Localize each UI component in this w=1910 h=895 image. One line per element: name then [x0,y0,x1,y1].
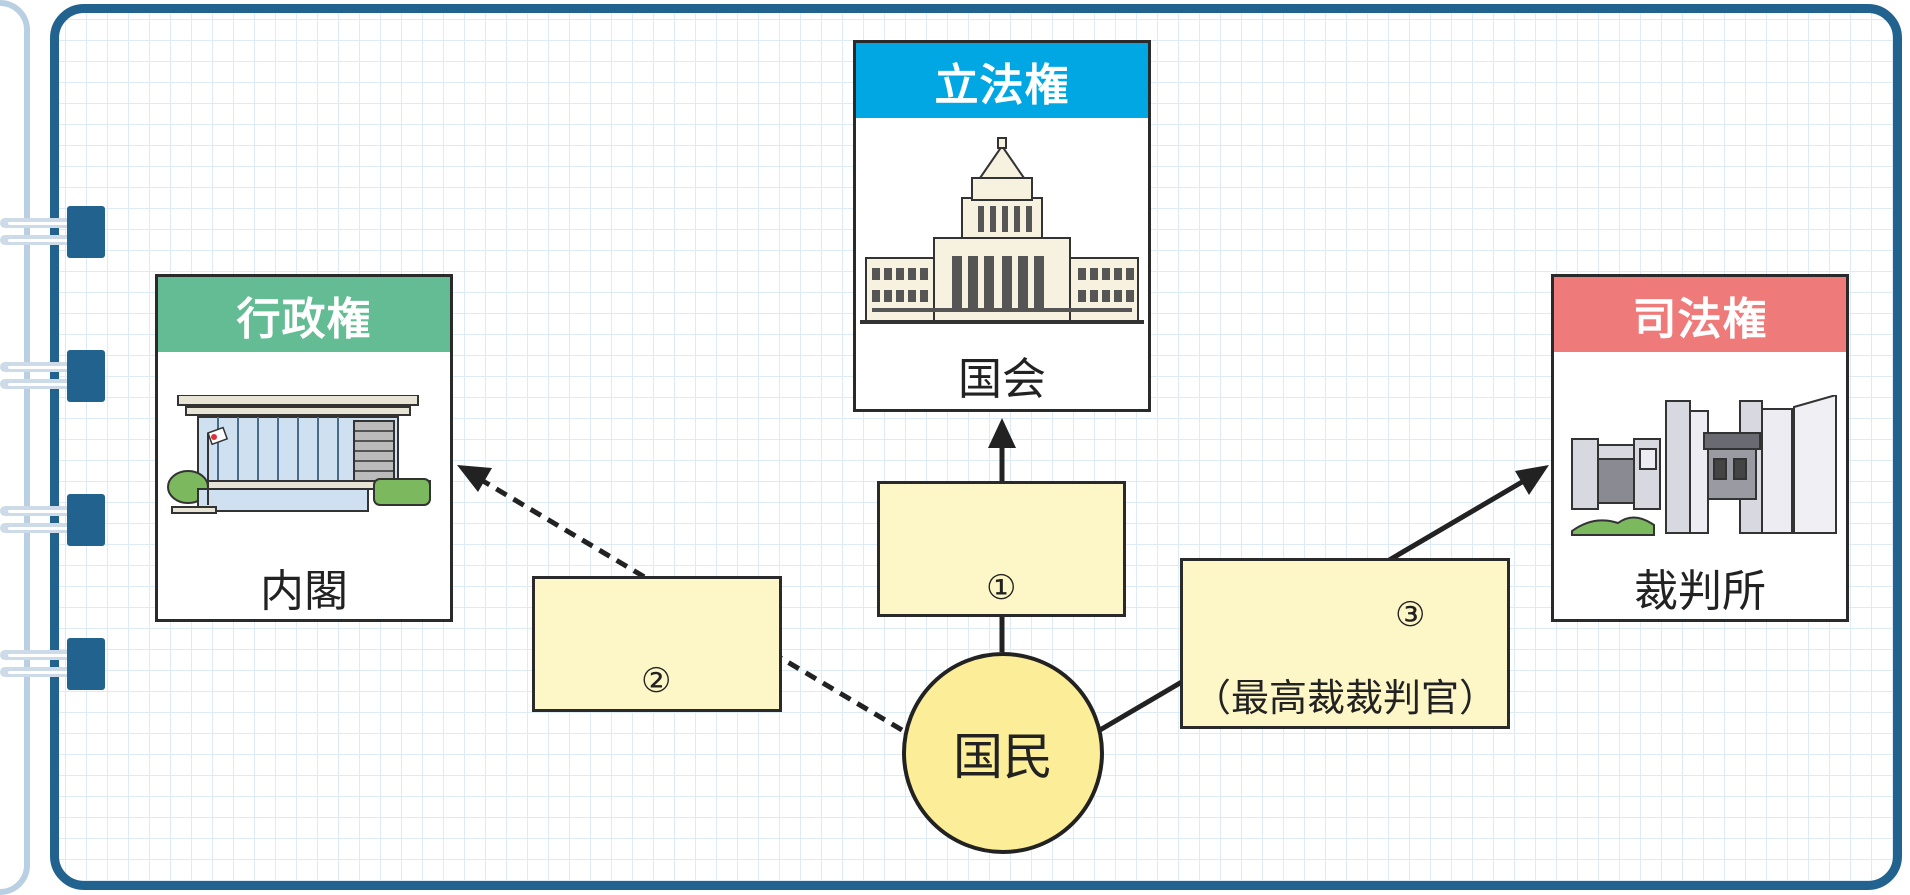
blank-box-2: ② [532,576,782,712]
binder-ring [0,638,105,690]
blank-box-1: ① [877,481,1126,617]
people-circle: 国民 [902,652,1104,854]
executive-org: 内閣 [260,566,348,617]
arrowhead-cabinet [457,465,492,492]
supreme-court-building-icon [1571,395,1837,536]
legislative-title: 立法権 [856,43,1148,118]
arrowhead-court [1515,465,1549,495]
executive-card: 行政権 内閣 [155,274,453,622]
legislative-card: 立法権 国会 [853,40,1151,412]
judicial-title: 司法権 [1554,277,1846,352]
legislative-org: 国会 [958,354,1046,405]
blank-box-3: ③ （最高裁裁判官） [1180,558,1510,729]
binder-ring [0,494,105,546]
blank-detail-3: （最高裁裁判官） [1193,676,1498,720]
blank-number-3: ③ [1395,595,1426,635]
blank-number-1: ① [986,568,1017,608]
blank-number-2: ② [641,661,672,701]
national-diet-building-icon [860,137,1144,324]
judicial-card: 司法権 裁判所 [1551,274,1849,622]
executive-title: 行政権 [158,277,450,352]
arrowhead-diet [988,418,1016,448]
judicial-org: 裁判所 [1634,566,1766,617]
people-label: 国民 [953,728,1053,786]
binder-ring [0,206,105,258]
binder-ring [0,350,105,402]
cabinet-office-building-icon [167,395,431,514]
